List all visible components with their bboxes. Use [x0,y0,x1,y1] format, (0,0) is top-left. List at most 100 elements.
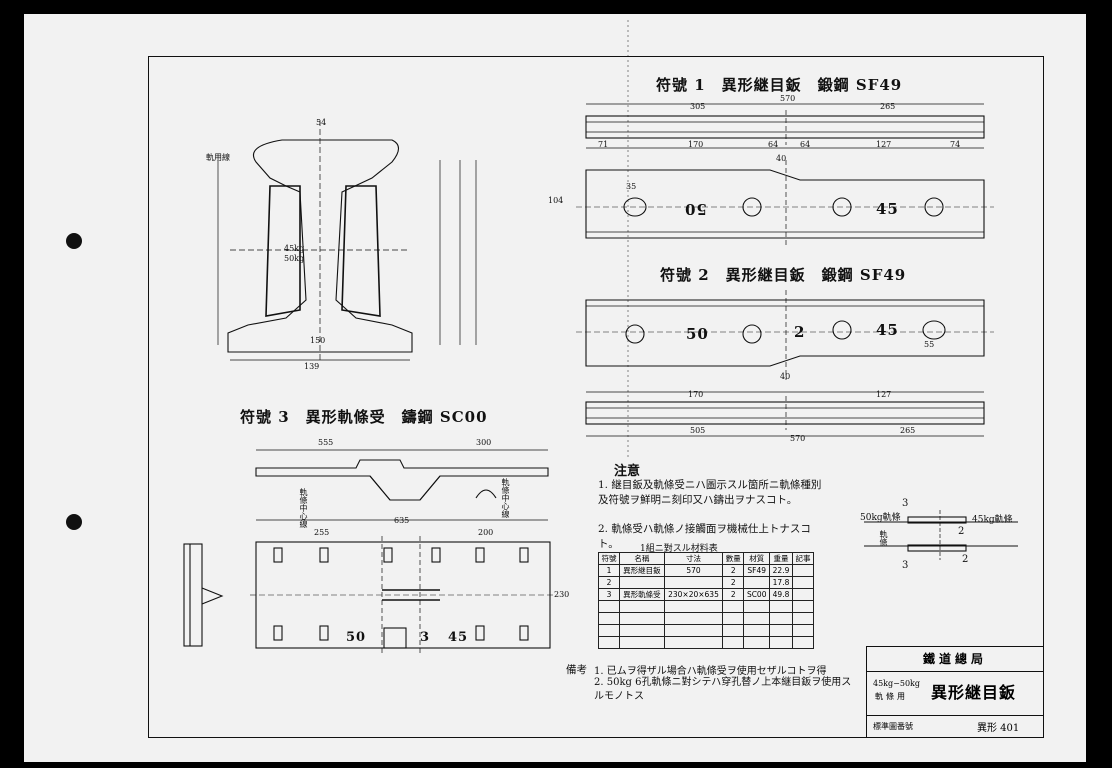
table-cell: 2 [722,588,745,601]
plate2-label-45: 45 [876,321,899,339]
binder-hole [66,514,82,530]
plate2-right-dim: 265 [900,426,916,435]
title-block-std-label: 標準圖番號 [873,722,913,731]
table-cell: 3 [597,588,621,601]
plate1-label-45: 45 [876,200,899,218]
title-block-number: 異形 401 [977,723,1020,734]
table-cell: SF49 [743,564,771,577]
seat-top-right-dim: 300 [476,438,492,447]
rail-section-drawing [217,120,477,361]
plate1-height-dim: 104 [548,196,564,205]
table-cell: 2 [597,576,621,589]
seat-mid-dim: 635 [394,516,410,525]
seat-title: 符號 3 異形軌條受 鑄鋼 SC00 [240,408,488,426]
plate2-left-dim: 505 [690,426,706,435]
table-row [597,636,815,649]
material-table: 符號 名稱 寸法 數量 材質 重量 記事 1 異形継目鈑 570 2 SF49 … [597,552,815,649]
remarks-label: 備考 [566,664,587,676]
seat-top-left-dim: 555 [318,438,334,447]
remarks-item: 1. 已ムヲ得ザル場合ハ軌條受ヲ使用セザルコトヲ得 [594,666,827,677]
table-cell: 22.9 [769,564,793,577]
notes-heading: 注意 [614,464,641,479]
table-cell: 1 [597,564,621,577]
plate1-seg-dim: 64 [800,140,811,149]
plate1-seg-dim: 127 [876,140,892,149]
table-cell: SC00 [743,588,771,601]
note-item: 2. 軌條受ハ軌條ノ接觸面ヲ機械仕上トナスコト。 [598,523,811,550]
plate2-seg-dim: 170 [688,390,704,399]
plate1-side [576,160,994,245]
key-diagram [864,510,1018,560]
seat-end-view [183,543,224,647]
seat-height-dim: 230 [554,590,570,599]
title-block: 鐵道總局 45kg−50kg 軌條用 異形継目鈑 標準圖番號 異形 401 [866,646,1044,738]
key-number: 2 [962,554,969,565]
table-cell: 異形継目鈑 [619,564,665,577]
table-cell: 2 [722,576,745,589]
plate2-elevation [585,391,985,437]
plate1-label-50: 50 [684,200,707,218]
plate1-total-dim: 570 [780,94,796,103]
table-cell: 異形軌條受 [619,588,665,601]
table-header: 數量 [722,552,745,565]
section-width-dim: 150 [310,336,326,345]
plate1-seg-dim: 74 [950,140,961,149]
table-cell: 2 [722,564,745,577]
plate1-seg-dim: 170 [688,140,704,149]
plate1-left-dim: 305 [690,102,706,111]
table-header: 寸法 [663,552,724,565]
section-top-dim: 54 [316,118,327,127]
table-row [597,600,815,613]
table-row: 3 異形軌條受 230×20×635 2 SC00 49.8 [597,588,815,601]
seat-label-45: 45 [448,630,469,645]
seat-label-3: 3 [420,630,431,645]
seat-sub-right-dim: 200 [478,528,494,537]
note-item: 1. 継目鈑及軌條受ニハ圖示スル箇所ニ軌條種別及符號ヲ鮮明ニ刻印又ハ鑄出ヲナスコ… [598,479,822,506]
table-header: 重量 [769,552,793,565]
plate1-gap-dim: 40 [776,154,787,163]
plate1-seg-dim: 64 [768,140,779,149]
table-cell: 570 [663,564,724,577]
table-row: 2 2 17.8 [597,576,815,589]
table-cell [663,576,724,589]
key-number: 2 [958,526,965,537]
plate2-label-2: 2 [794,323,806,341]
key-right-label: 45kg軌條 [972,515,1013,525]
plate2-side [576,290,994,380]
table-row [597,624,815,637]
title-block-name: 異形継目鈑 [931,683,1017,702]
table-header-row: 符號 名稱 寸法 數量 材質 重量 記事 [597,552,815,565]
table-cell [791,564,815,577]
table-header: 符號 [597,552,621,565]
drawing-border [148,56,1044,738]
plate1-right-dim: 265 [880,102,896,111]
key-side-label: 軌條 [879,530,888,546]
table-row: 1 異形継目鈑 570 2 SF49 22.9 [597,564,815,577]
plate1-title: 符號 1 異形継目鈑 鍛鋼 SF49 [656,76,903,94]
title-block-spec: 45kg−50kg [873,679,920,688]
seat-side-label: 軌條中心線 [299,488,308,528]
drawing-sheet [24,14,1086,762]
key-number: 3 [902,560,909,571]
table-cell: 17.8 [769,576,793,589]
table-cell: 230×20×635 [663,588,724,601]
rail-side-label: 軌用線 [206,153,230,162]
plate1-elevation [585,103,985,149]
section-rail-label-50: 50kg [284,254,305,263]
seat-plan [250,536,556,654]
table-cell [619,576,665,589]
table-cell [743,576,771,589]
seat-label-50: 50 [346,630,367,645]
table-cell: 49.8 [769,588,793,601]
material-table-caption: 1組ニ對スル材料表 [640,544,718,554]
table-cell [791,576,815,589]
table-cell [791,588,815,601]
binder-hole [66,233,82,249]
plate2-total-dim: 570 [790,434,806,443]
table-header: 記事 [791,552,815,565]
section-rail-label-45: 45kg [284,244,305,253]
remarks-item: 2. 50kg 6孔軌條ニ對シテハ穿孔替ノ上本継目鈑ヲ使用スルモノトス [594,677,852,702]
plate1-hole-dim: 35 [626,182,637,191]
seat-elevation [255,449,549,521]
